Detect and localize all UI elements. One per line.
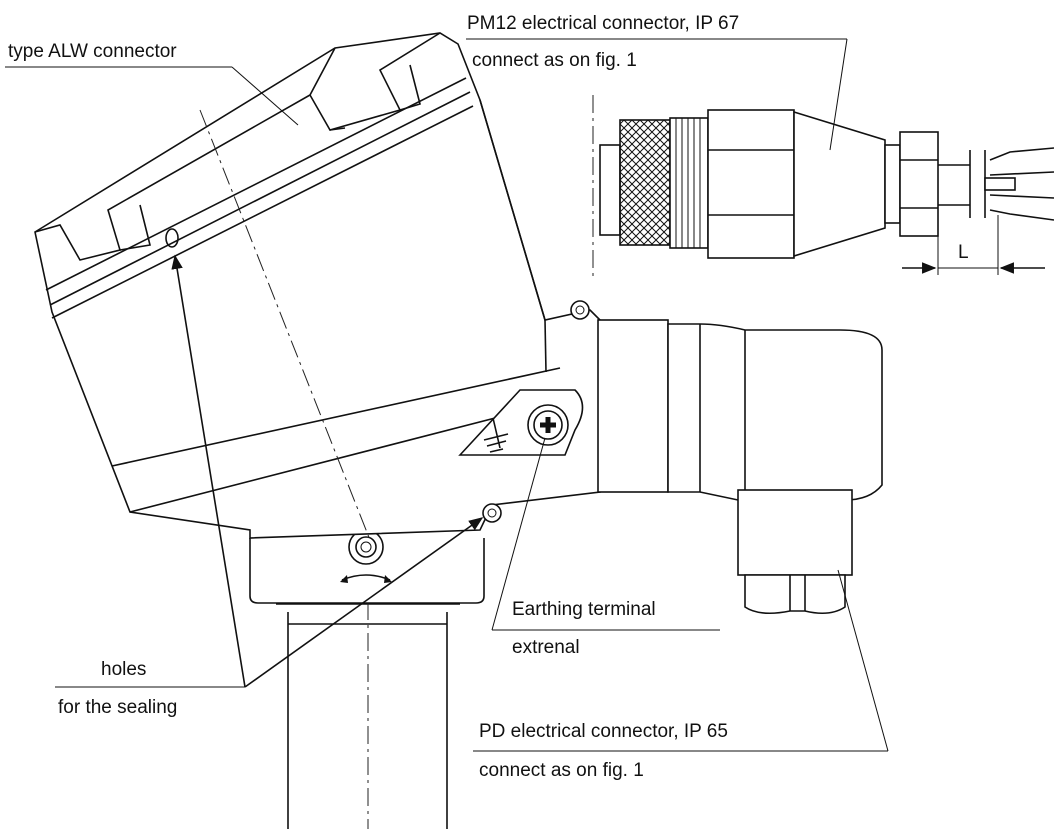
dimension-L bbox=[902, 215, 1045, 275]
label-alw: type ALW connector bbox=[8, 41, 177, 62]
bottom-lug-hole bbox=[482, 503, 502, 523]
label-pm12-sub: connect as on fig. 1 bbox=[472, 50, 637, 71]
lid-seal-hole bbox=[165, 228, 179, 248]
label-earth-1: Earthing terminal bbox=[512, 599, 656, 620]
label-holes-2: for the sealing bbox=[58, 697, 177, 718]
label-pm12-title: PM12 electrical connector, IP 67 bbox=[467, 13, 739, 34]
housing-neck bbox=[249, 529, 485, 604]
leader-lines bbox=[5, 38, 889, 752]
label-pd-title: PD electrical connector, IP 65 bbox=[479, 721, 728, 742]
label-holes-1: holes bbox=[101, 659, 146, 680]
label-earth-2: extrenal bbox=[512, 637, 580, 658]
label-L: L bbox=[958, 242, 969, 263]
top-lug-hole bbox=[570, 300, 590, 320]
knurled-nut bbox=[619, 119, 671, 246]
pd-connector bbox=[597, 319, 883, 615]
alw-housing bbox=[34, 32, 601, 541]
label-pd-sub: connect as on fig. 1 bbox=[479, 760, 644, 781]
ground-symbol-icon bbox=[483, 417, 509, 453]
earth-terminal bbox=[458, 300, 590, 523]
pm12-connector bbox=[592, 95, 1054, 278]
